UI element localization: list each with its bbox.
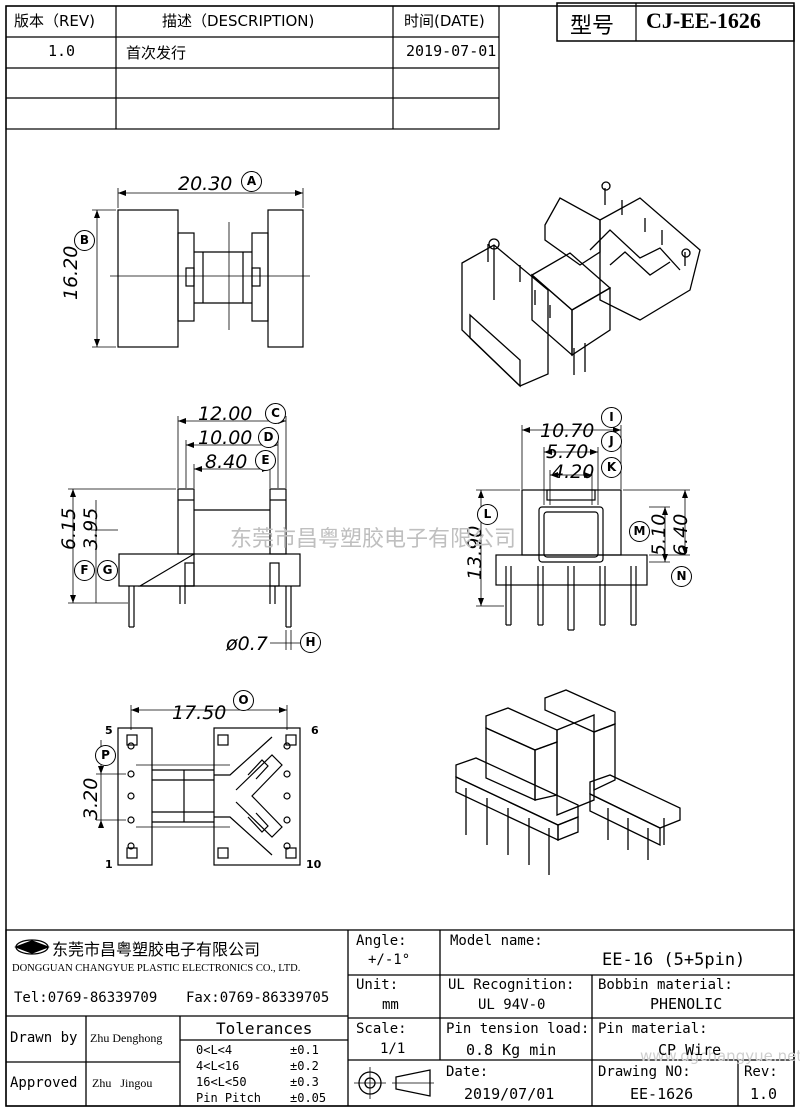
approved-value: Zhu Jingou bbox=[92, 1076, 153, 1090]
dim-m-value: 5.10 bbox=[648, 513, 670, 556]
rev-header: 版本（REV) bbox=[14, 12, 96, 30]
dim-k-marker: K bbox=[601, 457, 622, 478]
ul-label: UL Recognition: bbox=[448, 977, 575, 993]
dim-p-value: 3.20 bbox=[80, 777, 102, 820]
dim-e-value: 8.40 bbox=[205, 451, 248, 473]
company-fax: Fax:0769-86339705 bbox=[186, 990, 330, 1006]
approved-label: Approved bbox=[10, 1075, 78, 1091]
watermark-company: 东莞市昌粤塑胶电子有限公司 bbox=[230, 527, 517, 552]
drawing-no-value: EE-1626 bbox=[630, 1085, 694, 1103]
company-name-cn: 东莞市昌粤塑胶电子有限公司 bbox=[52, 940, 261, 959]
model-box-label: 型号 bbox=[570, 14, 615, 39]
dim-p-marker: P bbox=[95, 745, 116, 766]
date-row-1: 2019-07-01 bbox=[406, 42, 497, 60]
bobbin-material-label: Bobbin material: bbox=[598, 977, 733, 993]
dim-d-value: 10.00 bbox=[198, 427, 253, 449]
tolerance-range-3: 16<L<50 bbox=[196, 1075, 247, 1089]
unit-label: Unit: bbox=[356, 977, 399, 993]
date-header: 时间(DATE) bbox=[404, 12, 485, 30]
date-value: 2019/07/01 bbox=[464, 1085, 555, 1103]
dim-f-marker: F bbox=[74, 560, 95, 581]
pin-tension-label: Pin tension load: bbox=[446, 1021, 590, 1037]
description-header: 描述（DESCRIPTION) bbox=[162, 12, 315, 30]
tolerance-range-4: Pin Pitch bbox=[196, 1091, 262, 1105]
dim-a-marker: A bbox=[241, 171, 262, 192]
company-name-en: DONGGUAN CHANGYUE PLASTIC ELECTRONICS CO… bbox=[12, 963, 301, 974]
model-box-value: CJ-EE-1626 bbox=[646, 8, 761, 33]
watermark-url: www.dgchangyue.net bbox=[640, 1047, 800, 1065]
dim-h-marker: H bbox=[300, 632, 321, 653]
dim-j-marker: J bbox=[601, 431, 622, 452]
angle-label: Angle: bbox=[356, 933, 407, 949]
dim-i-marker: I bbox=[601, 407, 622, 428]
dim-h-value: ø0.7 bbox=[226, 633, 268, 655]
dim-j-value: 5.70 bbox=[546, 441, 589, 463]
pin-material-value: CP Wire bbox=[658, 1041, 722, 1059]
pin-tension-value: 0.8 Kg min bbox=[466, 1041, 557, 1059]
tolerance-value-2: ±0.2 bbox=[290, 1059, 319, 1073]
dim-c-value: 12.00 bbox=[198, 403, 253, 425]
tolerance-range-1: 0<L<4 bbox=[196, 1043, 233, 1057]
pin-number-5: 5 bbox=[105, 724, 113, 737]
dim-n-marker: N bbox=[671, 566, 692, 587]
dim-c-marker: C bbox=[265, 403, 286, 424]
scale-label: Scale: bbox=[356, 1021, 407, 1037]
tolerance-value-1: ±0.1 bbox=[290, 1043, 319, 1057]
rev-value: 1.0 bbox=[750, 1085, 778, 1103]
angle-value: +/-1° bbox=[368, 952, 411, 968]
dim-b-value: 16.20 bbox=[60, 245, 82, 300]
dim-f-value: 6.15 bbox=[58, 507, 80, 550]
tolerance-value-4: ±0.05 bbox=[290, 1091, 327, 1105]
drawn-by-label: Drawn by bbox=[10, 1030, 78, 1046]
dim-i-value: 10.70 bbox=[540, 420, 595, 442]
dim-g-value: 3.95 bbox=[80, 507, 102, 550]
dim-b-marker: B bbox=[74, 230, 95, 251]
model-name-label: Model name: bbox=[450, 933, 543, 949]
scale-value: 1/1 bbox=[380, 1041, 406, 1057]
pin-number-10: 10 bbox=[306, 858, 322, 871]
dim-l-marker: L bbox=[477, 504, 498, 525]
dim-n-value: 6.40 bbox=[670, 513, 692, 556]
description-row-1: 首次发行 bbox=[126, 44, 187, 62]
tolerance-range-2: 4<L<16 bbox=[196, 1059, 240, 1073]
unit-value: mm bbox=[382, 997, 399, 1013]
tolerances-title: Tolerances bbox=[216, 1019, 313, 1038]
dim-e-marker: E bbox=[255, 450, 276, 471]
dim-o-value: 17.50 bbox=[172, 702, 227, 724]
rev-row-1: 1.0 bbox=[48, 42, 76, 60]
pin-material-label: Pin material: bbox=[598, 1021, 708, 1037]
dim-o-marker: O bbox=[233, 690, 254, 711]
dim-d-marker: D bbox=[258, 427, 279, 448]
bobbin-material-value: PHENOLIC bbox=[650, 995, 723, 1013]
drawn-by-value: Zhu Denghong bbox=[90, 1031, 163, 1045]
dim-m-marker: M bbox=[629, 521, 650, 542]
dim-k-value: 4.20 bbox=[552, 461, 595, 483]
drawing-no-label: Drawing NO: bbox=[598, 1064, 691, 1080]
pin-number-1: 1 bbox=[105, 858, 113, 871]
company-tel: Tel:0769-86339709 bbox=[14, 990, 158, 1006]
dim-a-value: 20.30 bbox=[178, 173, 233, 195]
dim-g-marker: G bbox=[97, 560, 118, 581]
tolerance-value-3: ±0.3 bbox=[290, 1075, 319, 1089]
date-label: Date: bbox=[446, 1064, 489, 1080]
pin-number-6: 6 bbox=[311, 724, 319, 737]
ul-value: UL 94V-0 bbox=[478, 997, 546, 1013]
model-name-value: EE-16 (5+5pin) bbox=[602, 950, 746, 970]
rev-label: Rev: bbox=[744, 1064, 778, 1080]
